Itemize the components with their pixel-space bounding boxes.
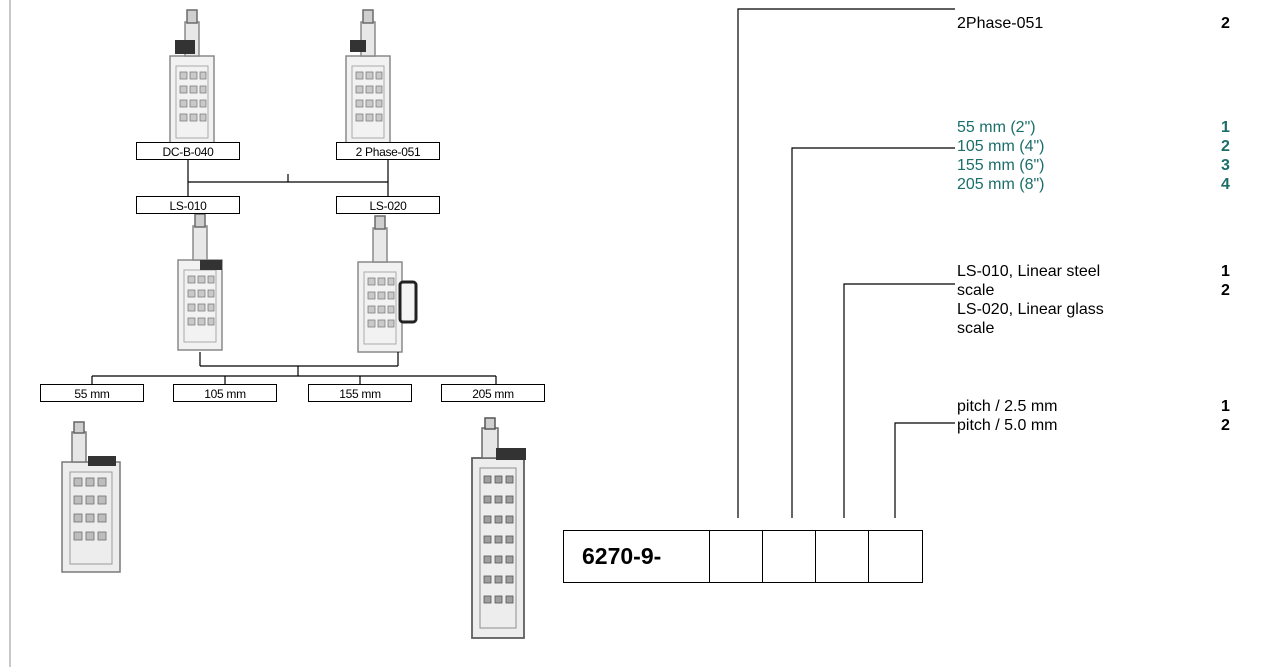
option-pitch-label: pitch / 2.5 mm [957, 398, 1058, 415]
option-scale-line: LS-020, Linear glass [957, 301, 1104, 318]
option-travel-code: 3 [1221, 157, 1230, 174]
option-travel-label: 155 mm (6") [957, 157, 1045, 174]
part-number-prefix: 6270-9- [564, 531, 710, 582]
option-travel-code: 2 [1221, 138, 1230, 155]
length-tag-155mm: 155 mm [308, 384, 412, 402]
drive-stage-2phase-051 [345, 9, 391, 147]
part-number-slot-pitch [869, 531, 922, 582]
part-number-slot-scale [816, 531, 869, 582]
glass-scale-icon [398, 280, 418, 324]
length-stage-55mm [61, 421, 121, 573]
option-travel-label: 205 mm (8") [957, 176, 1045, 193]
left-border [9, 0, 11, 667]
tree-lines-lower [91, 352, 497, 384]
option-travel-code: 1 [1221, 119, 1230, 136]
option-scale-line: LS-010, Linear steel [957, 263, 1101, 280]
motor-connector-icon [175, 40, 195, 54]
option-pitch-code: 2 [1221, 417, 1230, 434]
option-pitch-code: 1 [1221, 398, 1230, 415]
part-number-slot-travel [763, 531, 816, 582]
length-tag-205mm: 205 mm [441, 384, 545, 402]
drive-tag-dc-b-040: DC-B-040 [136, 142, 240, 160]
drive-tag-2phase-051: 2 Phase-051 [336, 142, 440, 160]
length-tag-55mm: 55 mm [40, 384, 144, 402]
scale-reader-icon [200, 260, 222, 270]
part-number-box: 6270-9- [563, 530, 923, 583]
option-drive-code: 2 [1221, 15, 1230, 32]
scale-stage-ls-020 [357, 215, 418, 353]
motor-connector-icon [350, 40, 366, 52]
length-tag-105mm: 105 mm [173, 384, 277, 402]
option-pitch-label: pitch / 5.0 mm [957, 417, 1058, 434]
option-scale-line: scale [957, 282, 995, 299]
option-scale-code: 2 [1221, 282, 1230, 299]
tree-lines-upper [187, 160, 389, 196]
option-scale-line: scale [957, 320, 995, 337]
option-leaders [737, 8, 955, 518]
option-drive-label: 2Phase-051 [957, 15, 1044, 32]
scale-stage-ls-010 [177, 213, 223, 351]
length-stage-205mm [471, 417, 526, 639]
option-travel-label: 105 mm (4") [957, 138, 1045, 155]
option-scale-code: 1 [1221, 263, 1230, 280]
scale-tag-ls-010: LS-010 [136, 196, 240, 214]
scale-tag-ls-020: LS-020 [336, 196, 440, 214]
part-number-slot-drive [710, 531, 763, 582]
option-travel-code: 4 [1221, 176, 1230, 193]
option-travel-label: 55 mm (2") [957, 119, 1036, 136]
drive-stage-dc-b-040 [169, 9, 215, 147]
